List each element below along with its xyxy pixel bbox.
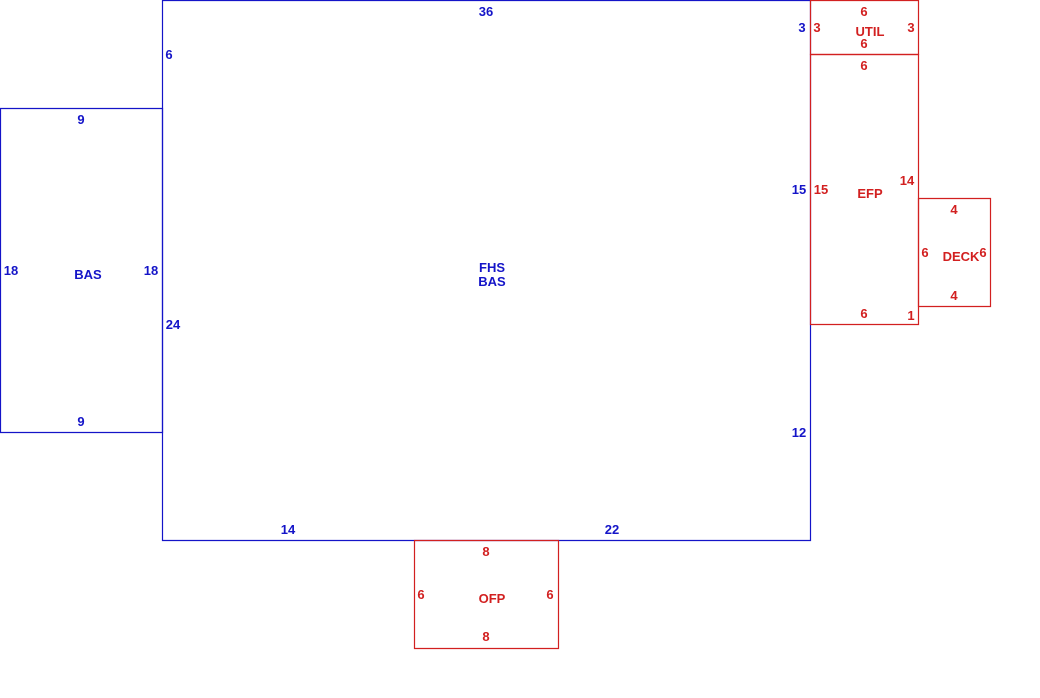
efp-right-dim: 14 [900, 173, 915, 188]
efp-top-dim: 6 [860, 58, 867, 73]
left-bas-outline [0, 107, 164, 434]
main-area-name-2: BAS [478, 274, 506, 289]
ofp-left-dim: 6 [417, 587, 424, 602]
left-right-dim: 18 [144, 263, 158, 278]
deck-outline [917, 197, 992, 308]
ofp-top-dim: 8 [482, 544, 489, 559]
main-bottom-left-dim: 14 [281, 522, 296, 537]
main-top-dim: 36 [479, 4, 493, 19]
left-left-dim: 18 [4, 263, 18, 278]
util-bottom-dim: 6 [860, 36, 867, 51]
deck-name: DECK [943, 249, 980, 264]
main-right-mid-dim: 15 [792, 182, 806, 197]
util-name: UTIL [856, 24, 885, 39]
left-bottom-dim: 9 [77, 414, 84, 429]
efp-bottom-dim: 6 [860, 306, 867, 321]
efp-name: EFP [857, 186, 883, 201]
main-bottom-right-dim: 22 [605, 522, 619, 537]
ofp-outline [413, 539, 560, 650]
ofp-bottom-dim: 8 [482, 629, 489, 644]
main-right-top-dim: 3 [798, 20, 805, 35]
left-bas-name: BAS [74, 267, 102, 282]
main-left-upper-dim: 6 [165, 47, 172, 62]
ofp-right-dim: 6 [546, 587, 553, 602]
main-area-name-1: FHS [479, 260, 505, 275]
util-right-dim: 3 [907, 20, 914, 35]
deck-top-dim: 4 [950, 202, 958, 217]
efp-bottom-right-dim: 1 [907, 308, 914, 323]
left-top-dim: 9 [77, 112, 84, 127]
util-left-dim: 3 [813, 20, 820, 35]
ofp-name: OFP [479, 591, 506, 606]
deck-bottom-dim: 4 [950, 288, 958, 303]
deck-left-dim: 6 [921, 245, 928, 260]
efp-outline [809, 53, 920, 326]
efp-left-dim: 15 [814, 182, 828, 197]
main-left-lower-dim: 24 [166, 317, 181, 332]
main-right-low-dim: 12 [792, 425, 806, 440]
deck-right-dim: 6 [979, 245, 986, 260]
util-top-dim: 6 [860, 4, 867, 19]
